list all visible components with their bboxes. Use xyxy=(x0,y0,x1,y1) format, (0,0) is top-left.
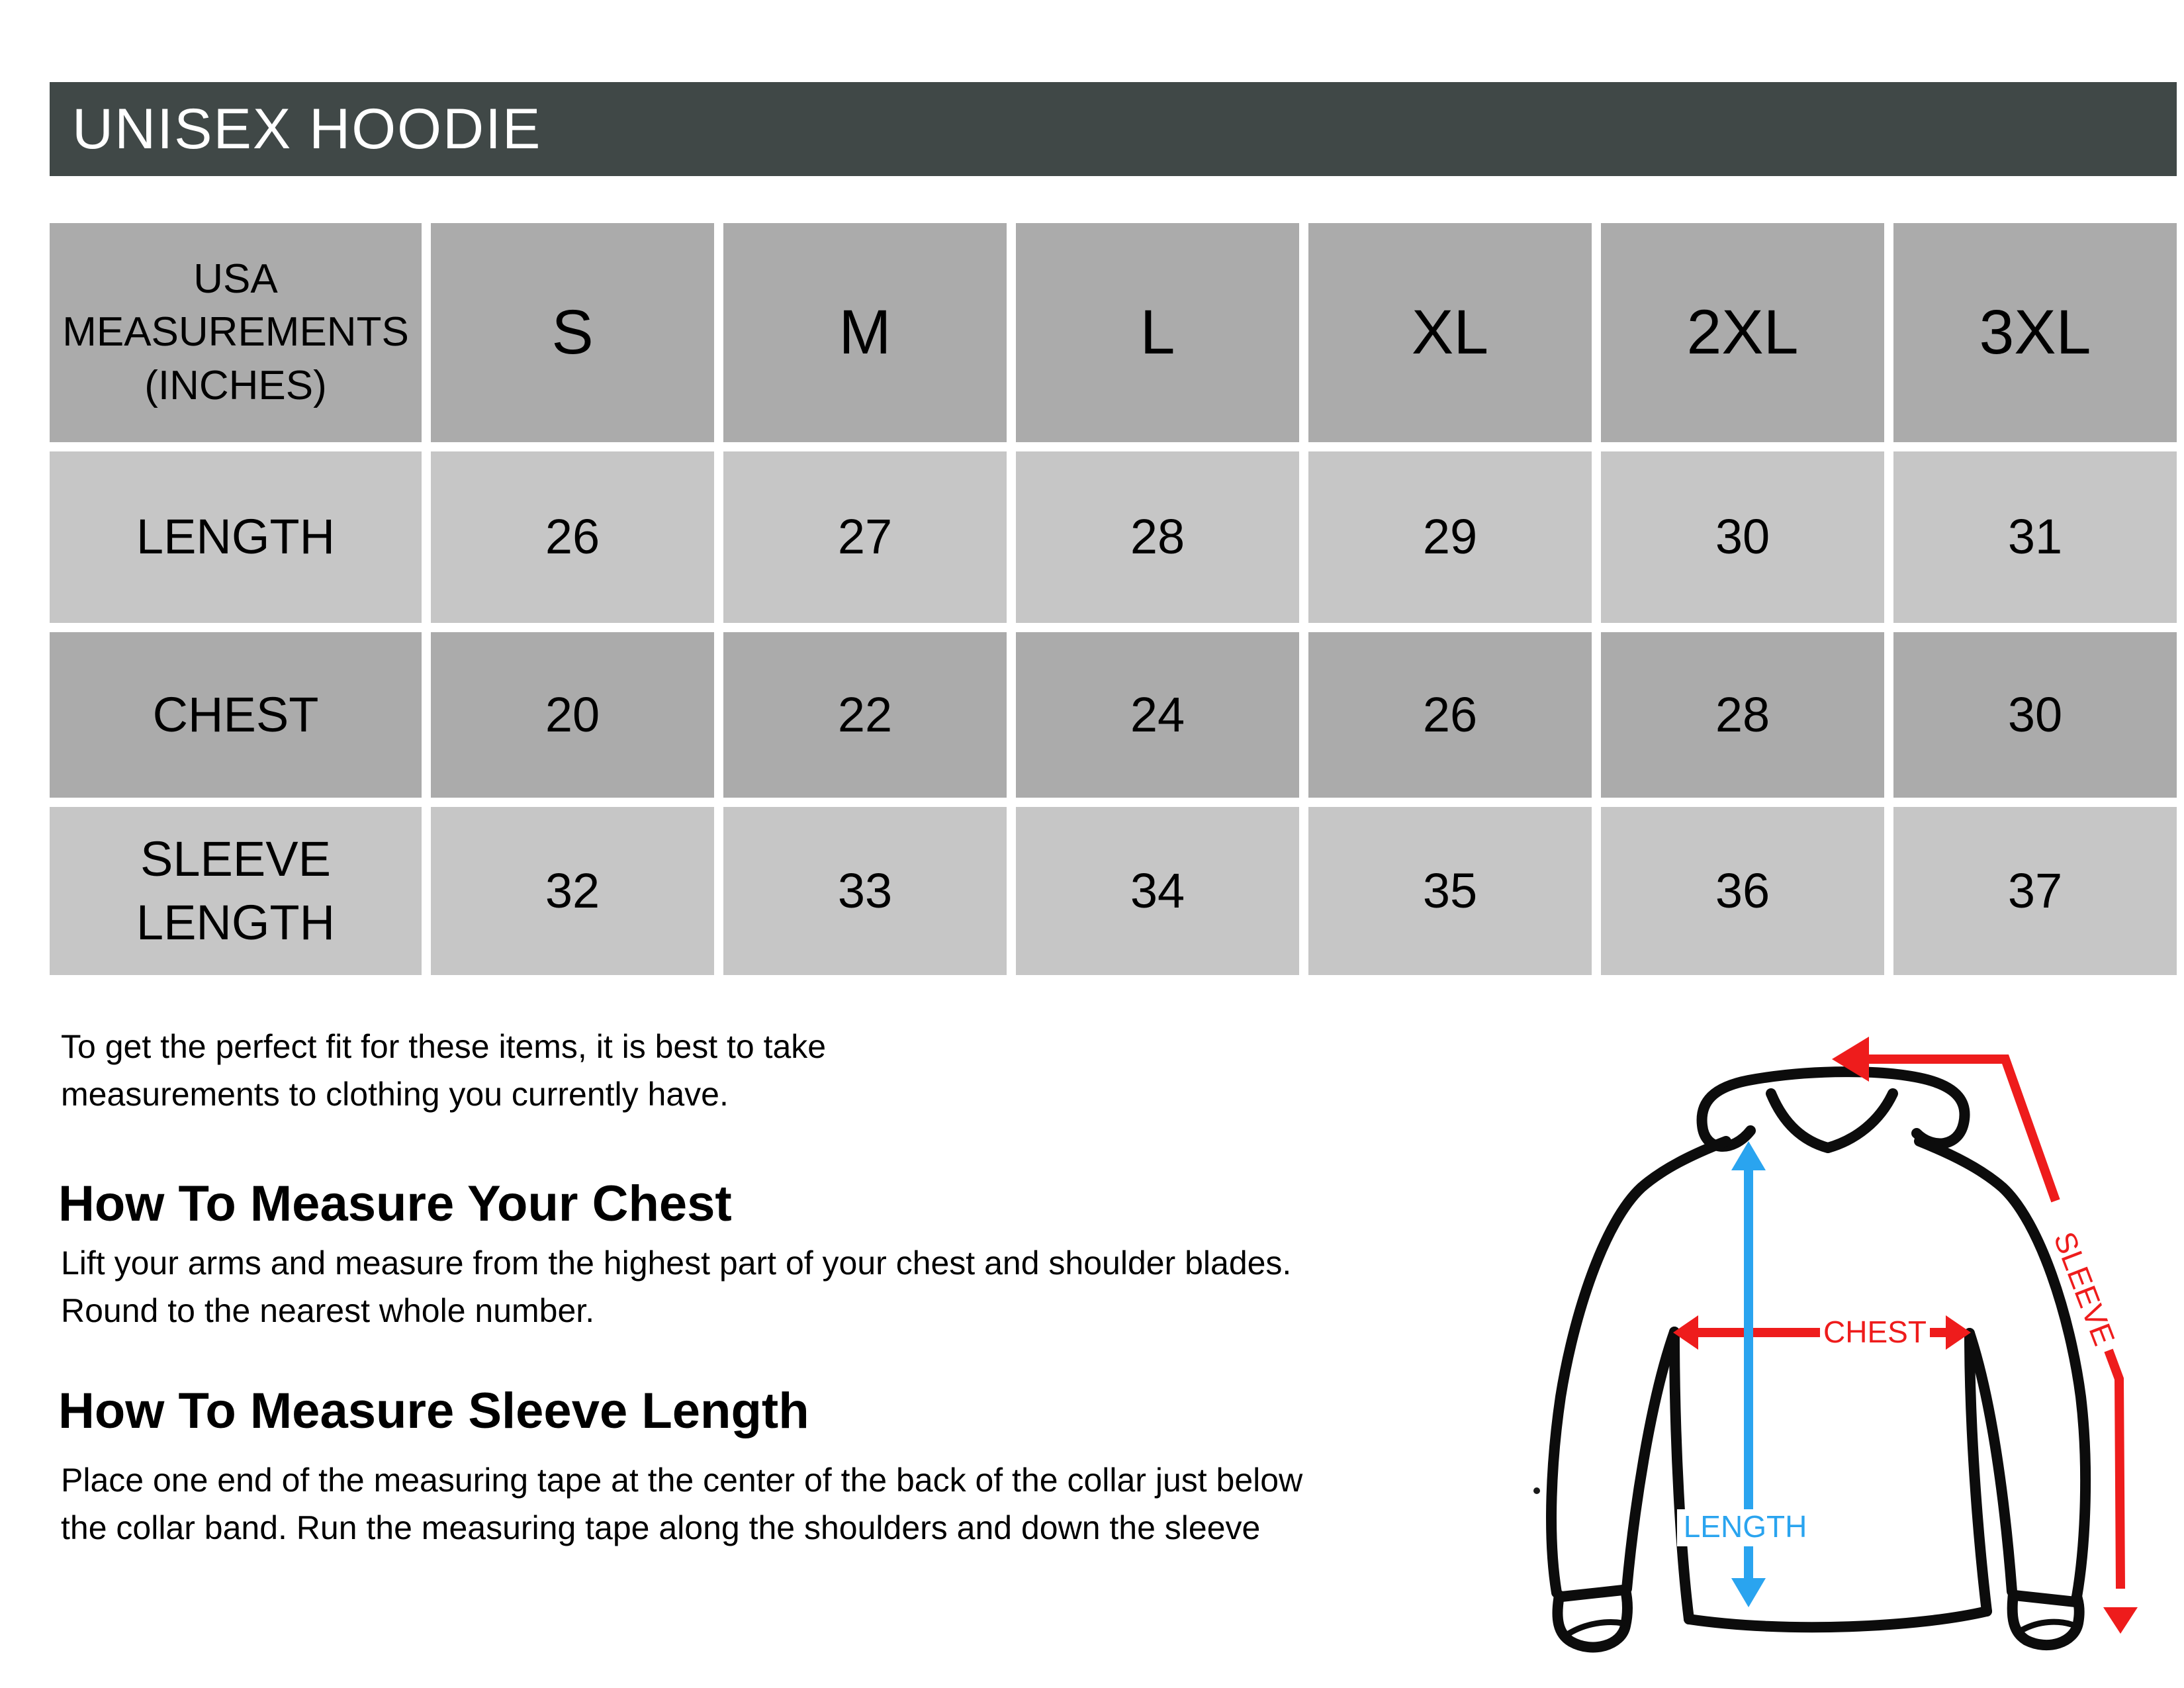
measure-sleeve-instructions: Place one end of the measuring tape at t… xyxy=(61,1462,1303,1546)
chest-s: 20 xyxy=(431,632,714,798)
hoodie-outline xyxy=(1546,1066,2091,1653)
stray-dot xyxy=(1533,1487,1540,1494)
row-label-sleeve-length: SLEEVE LENGTH xyxy=(50,807,422,975)
column-header-3xl: 3XL xyxy=(1893,223,2177,442)
title-bar: UNISEX HOODIE xyxy=(50,82,2177,176)
page-title: UNISEX HOODIE xyxy=(72,97,542,161)
chest-arrow: CHEST xyxy=(1673,1313,1971,1352)
measure-chest-instructions: Lift your arms and measure from the high… xyxy=(61,1244,1292,1329)
column-header-xl: XL xyxy=(1308,223,1592,442)
sleeve-3xl: 37 xyxy=(1893,807,2177,975)
length-l: 28 xyxy=(1016,451,1299,623)
length-2xl: 30 xyxy=(1601,451,1884,623)
sleeve-s: 32 xyxy=(431,807,714,975)
length-m: 27 xyxy=(723,451,1007,623)
sleeve-l: 34 xyxy=(1016,807,1299,975)
hoodie-measurement-diagram: SLEEVE CHEST LENGTH xyxy=(1533,1037,2138,1653)
chest-2xl: 28 xyxy=(1601,632,1884,798)
sleeve-xl: 35 xyxy=(1308,807,1592,975)
chest-xl: 26 xyxy=(1308,632,1592,798)
length-arrow-label: LENGTH xyxy=(1684,1509,1807,1544)
table-corner-header: USA MEASUREMENTS (INCHES) xyxy=(50,223,422,442)
chest-arrow-label: CHEST xyxy=(1823,1315,1927,1349)
chest-m: 22 xyxy=(723,632,1007,798)
column-header-l: L xyxy=(1016,223,1299,442)
sleeve-2xl: 36 xyxy=(1601,807,1884,975)
size-chart-table: USA MEASUREMENTS (INCHES) S M L XL 2XL 3… xyxy=(50,223,2177,975)
length-arrow: LENGTH xyxy=(1677,1141,1813,1607)
row-label-length: LENGTH xyxy=(50,451,422,623)
column-header-s: S xyxy=(431,223,714,442)
chest-3xl: 30 xyxy=(1893,632,2177,798)
sleeve-m: 33 xyxy=(723,807,1007,975)
length-xl: 29 xyxy=(1308,451,1592,623)
row-label-chest: CHEST xyxy=(50,632,422,798)
chest-l: 24 xyxy=(1016,632,1299,798)
length-3xl: 31 xyxy=(1893,451,2177,623)
column-header-2xl: 2XL xyxy=(1601,223,1884,442)
column-header-m: M xyxy=(723,223,1007,442)
heading-measure-chest: How To Measure Your Chest xyxy=(58,1176,732,1232)
fit-note: To get the perfect fit for these items, … xyxy=(61,1028,827,1113)
heading-measure-sleeve: How To Measure Sleeve Length xyxy=(58,1383,809,1439)
length-s: 26 xyxy=(431,451,714,623)
